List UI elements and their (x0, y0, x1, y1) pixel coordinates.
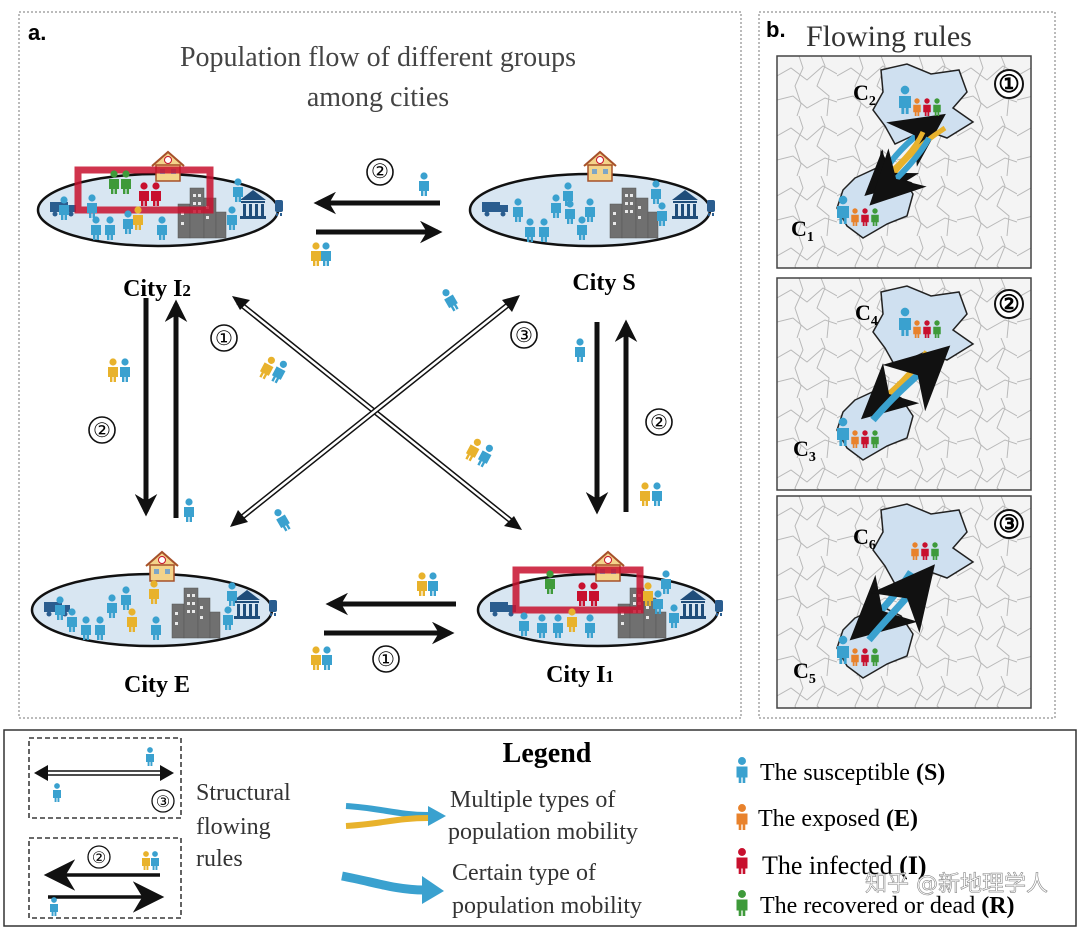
legend-certain-arrow (341, 871, 444, 904)
legend-structural-line2: flowing (196, 814, 271, 840)
rule-map-2-upper-label: C4 (855, 300, 878, 329)
city-s-scene (468, 150, 717, 248)
city-i2-scene (36, 150, 285, 248)
legend-multi-line2: population mobility (448, 819, 638, 845)
legend-multi-arrow (345, 803, 446, 829)
legend-box1-person-top (146, 747, 154, 766)
rule-mark-right: ② (650, 412, 668, 434)
legend-double-arrow (34, 765, 174, 781)
panel-b-frame (758, 11, 1056, 719)
rule-map-3-upper-label: C6 (853, 524, 876, 553)
legend-infected-icon (736, 848, 748, 874)
svg-text:The recovered or dead (R): The recovered or dead (R) (760, 893, 1015, 919)
rule-map-3-mark: ③ (998, 512, 1020, 538)
rule-circle-right (645, 408, 673, 436)
diag-pair-lower-right (463, 436, 496, 469)
rule-map-2: ② C4 C3 (776, 277, 1032, 491)
legend-certain-line2: population mobility (452, 893, 642, 919)
legend-frame (3, 729, 1077, 927)
rule-map-1-upper-label: C2 (853, 80, 876, 109)
rule-mark-left: ② (93, 420, 111, 442)
rule-mark-top: ② (371, 161, 389, 183)
panel-a-frame (18, 11, 742, 719)
svg-text:The susceptible (S): The susceptible (S) (760, 760, 945, 786)
rule-map-3-lower-label: C5 (793, 658, 816, 687)
rule-map-2-lower-label: C3 (793, 436, 816, 465)
legend-box-rule2 (28, 837, 182, 919)
city-s-label: City S (572, 270, 635, 296)
legend-box2-mark: ② (92, 850, 106, 867)
legend-opposite-arrows (43, 859, 165, 913)
legend-structural-line3: rules (196, 846, 243, 872)
panel-b-title: Flowing rules (806, 20, 972, 53)
person-left (184, 498, 194, 522)
panel-b-label: b. (766, 17, 786, 42)
legend-susceptible-icon (736, 757, 748, 783)
legend-multi-line1: Multiple types of (450, 787, 615, 813)
pair-bottom-right (417, 572, 438, 596)
diag-pair-upper-left (257, 354, 290, 385)
city-e-scene (30, 550, 279, 648)
city-i1-label: City I1 (546, 662, 614, 688)
legend-structural-line1: Structural (196, 780, 291, 806)
rule-mark-bottom: ① (377, 649, 395, 671)
legend-box2-pair (142, 851, 159, 870)
city-e-label: City E (124, 672, 190, 698)
pair-left (108, 358, 130, 382)
rule-map-1-mark: ① (998, 72, 1020, 98)
pair-top (311, 242, 331, 266)
legend-box2-person-bottom (50, 897, 58, 916)
pair-right (640, 482, 662, 506)
diag-person-upper-right (439, 287, 461, 313)
legend-box1-person-bottom (53, 783, 61, 802)
legend-box1-mark: ③ (156, 794, 170, 811)
legend-title: Legend (503, 738, 592, 769)
diagonal-i2-i1 (232, 296, 522, 530)
watermark: 知乎 @新地理学人 (865, 872, 1048, 897)
diagonal-e-s (230, 295, 520, 527)
legend-certain-line1: Certain type of (452, 860, 596, 886)
city-i1-scene (476, 550, 725, 648)
arrows-i2-e (134, 298, 188, 518)
rule-map-1: ① C2 C1 (776, 55, 1032, 269)
svg-text:The infected (I): The infected (I) (762, 851, 927, 880)
legend-exposed: The exposed (E) (736, 804, 918, 832)
rule-map-1-lower-label: C1 (791, 216, 814, 245)
legend-box2-circle (87, 845, 111, 869)
legend-infected: The infected (I) (736, 848, 927, 880)
legend-recovered: The recovered or dead (R) (736, 890, 1015, 919)
arrows-s-i1 (585, 319, 638, 515)
arrows-i2-s (313, 191, 443, 244)
panel-a-label: a. (28, 20, 46, 45)
person-top (419, 172, 429, 196)
person-right (575, 338, 585, 362)
rule-circle-diag1 (210, 324, 238, 352)
rule-mark-diag3: ③ (515, 325, 533, 347)
rule-mark-diag1: ① (215, 328, 233, 350)
panel-a-title-line2: among cities (307, 82, 449, 113)
rule-circle-top (366, 158, 394, 186)
svg-text:The exposed (E): The exposed (E) (758, 806, 918, 832)
rule-map-2-mark: ② (998, 292, 1020, 318)
panel-a-title-line1: Population flow of different groups (180, 42, 576, 73)
rule-circle-left (88, 416, 116, 444)
legend-box-rule3 (28, 737, 182, 819)
city-i2-label: City I2 (123, 276, 191, 302)
legend-susceptible: The susceptible (S) (736, 757, 945, 786)
diag-person-lower-left (271, 507, 293, 533)
legend-exposed-icon (736, 804, 748, 830)
legend-box1-circle (151, 789, 175, 813)
rule-map-3: ③ C6 C5 (776, 495, 1032, 709)
pair-bottom-left (311, 646, 332, 670)
legend-recovered-icon (736, 890, 748, 916)
rule-circle-diag3 (510, 321, 538, 349)
rule-circle-bottom (372, 645, 400, 673)
arrows-e-i1 (324, 592, 456, 645)
